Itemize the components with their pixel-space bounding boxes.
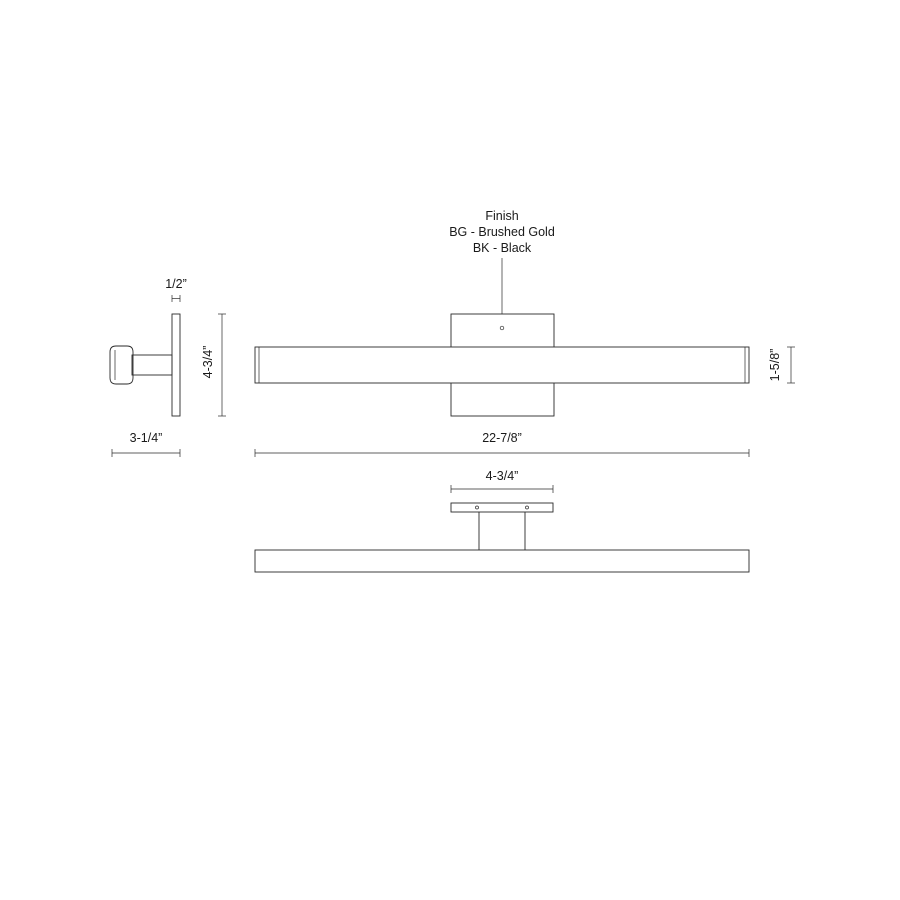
dim-overall-width-label: 22-7/8” <box>482 431 522 445</box>
dim-overall-height-label: 4-3/4” <box>201 346 215 379</box>
finish-callout: Finish BG - Brushed Gold BK - Black <box>449 209 555 326</box>
finish-option-bg: BG - Brushed Gold <box>449 225 555 239</box>
side-backplate <box>171 313 181 417</box>
dim-bar-height: 1-5/8” <box>768 346 795 384</box>
dim-backplate-thickness-label: 1/2” <box>165 277 187 291</box>
side-arm <box>131 354 173 376</box>
side-view: 1/2” 4-3/4” 3-1/4” <box>109 277 226 457</box>
dim-backplate-thickness: 1/2” <box>165 277 187 302</box>
front-light-bar <box>254 346 750 384</box>
dim-overall-depth: 3-1/4” <box>111 431 181 457</box>
front-view: 1-5/8” 22-7/8” <box>254 313 795 457</box>
mounting-screw-right <box>525 505 529 510</box>
top-view: 4-3/4” <box>254 469 750 573</box>
dim-bar-height-label: 1-5/8” <box>768 349 782 382</box>
mounting-screw-left <box>475 505 479 510</box>
dim-overall-depth-label: 3-1/4” <box>130 431 163 445</box>
finish-callout-point <box>499 325 505 331</box>
dim-backplate-width-label: 4-3/4” <box>486 469 519 483</box>
top-backplate <box>450 502 554 513</box>
top-light-bar <box>254 549 750 573</box>
finish-option-bk: BK - Black <box>473 241 532 255</box>
finish-heading: Finish <box>485 209 518 223</box>
dim-backplate-width: 4-3/4” <box>450 469 554 493</box>
dim-overall-width: 22-7/8” <box>254 431 750 457</box>
dim-overall-height: 4-3/4” <box>201 313 226 417</box>
side-light-head <box>109 345 134 385</box>
